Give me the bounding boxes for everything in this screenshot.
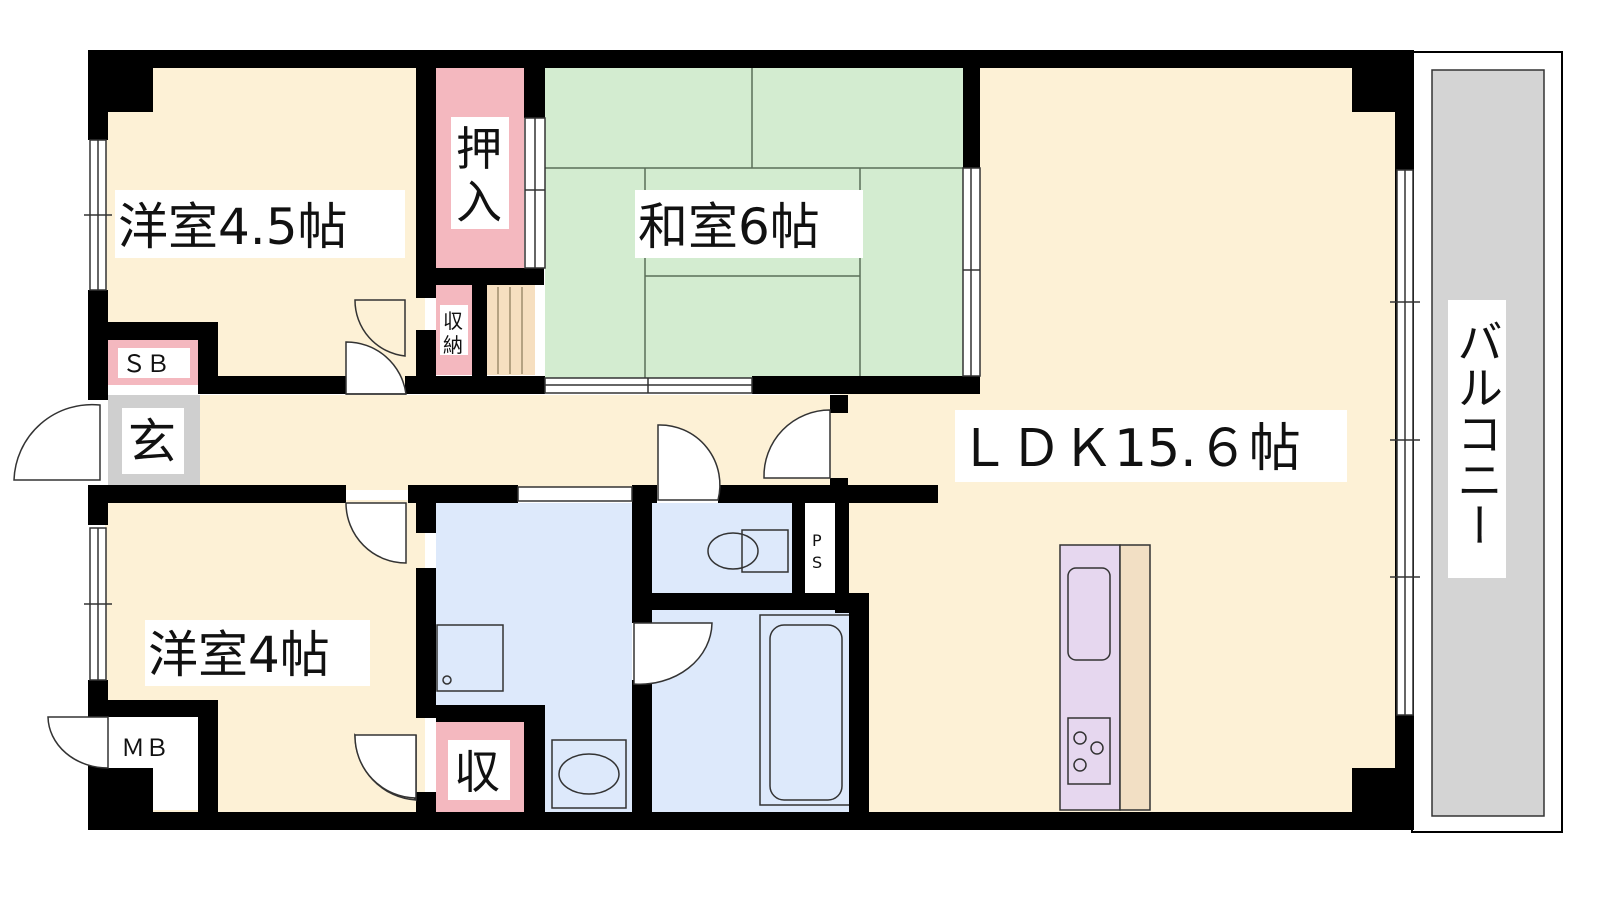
room-label-japanese: 和室6帖 bbox=[638, 198, 820, 256]
stair-treads bbox=[497, 287, 523, 374]
doors bbox=[13, 299, 831, 802]
front-door-icon bbox=[13, 403, 101, 481]
entrance-label: 玄 bbox=[128, 414, 176, 470]
windows bbox=[84, 117, 1420, 716]
door-swing-icon bbox=[657, 424, 721, 501]
room-label-western-45: 洋室4.5帖 bbox=[118, 198, 348, 256]
closet-label-ire: 入 bbox=[456, 175, 502, 229]
storage-label: 収 bbox=[454, 745, 500, 799]
stove-icon bbox=[1067, 717, 1111, 785]
room-label-balcony: バルコニー bbox=[1450, 318, 1504, 548]
closet-label-oshi: 押 bbox=[456, 122, 502, 176]
room-labels: 洋室4.5帖 洋室4帖 和室6帖 ＬＤＫ15.６帖 バルコニー 押 入 収 納 … bbox=[115, 117, 1506, 800]
kitchen-counter bbox=[1059, 544, 1151, 811]
shoe-box-label: ＳＢ bbox=[122, 350, 170, 378]
storage-label-shu: 収 bbox=[443, 309, 463, 333]
door-swing-icon bbox=[47, 716, 109, 769]
storage-label-no: 納 bbox=[443, 333, 463, 357]
pipe-space-label-p: P bbox=[812, 531, 822, 550]
fixtures bbox=[436, 529, 853, 809]
door-swing-icon bbox=[354, 734, 417, 799]
door-swing-icon bbox=[345, 502, 407, 564]
door-swing-icon bbox=[345, 341, 407, 395]
door-swing-icon bbox=[633, 622, 713, 685]
room-label-ldk: ＬＤＫ15.６帖 bbox=[958, 419, 1301, 479]
walls bbox=[88, 50, 1414, 830]
balcony bbox=[1411, 51, 1563, 833]
room-label-western-4: 洋室4帖 bbox=[148, 626, 330, 684]
sink-icon bbox=[1067, 567, 1111, 661]
meter-box-label: ＭＢ bbox=[121, 734, 169, 762]
pipe-space-label-s: S bbox=[812, 553, 822, 572]
door-swing-icon bbox=[763, 409, 831, 479]
